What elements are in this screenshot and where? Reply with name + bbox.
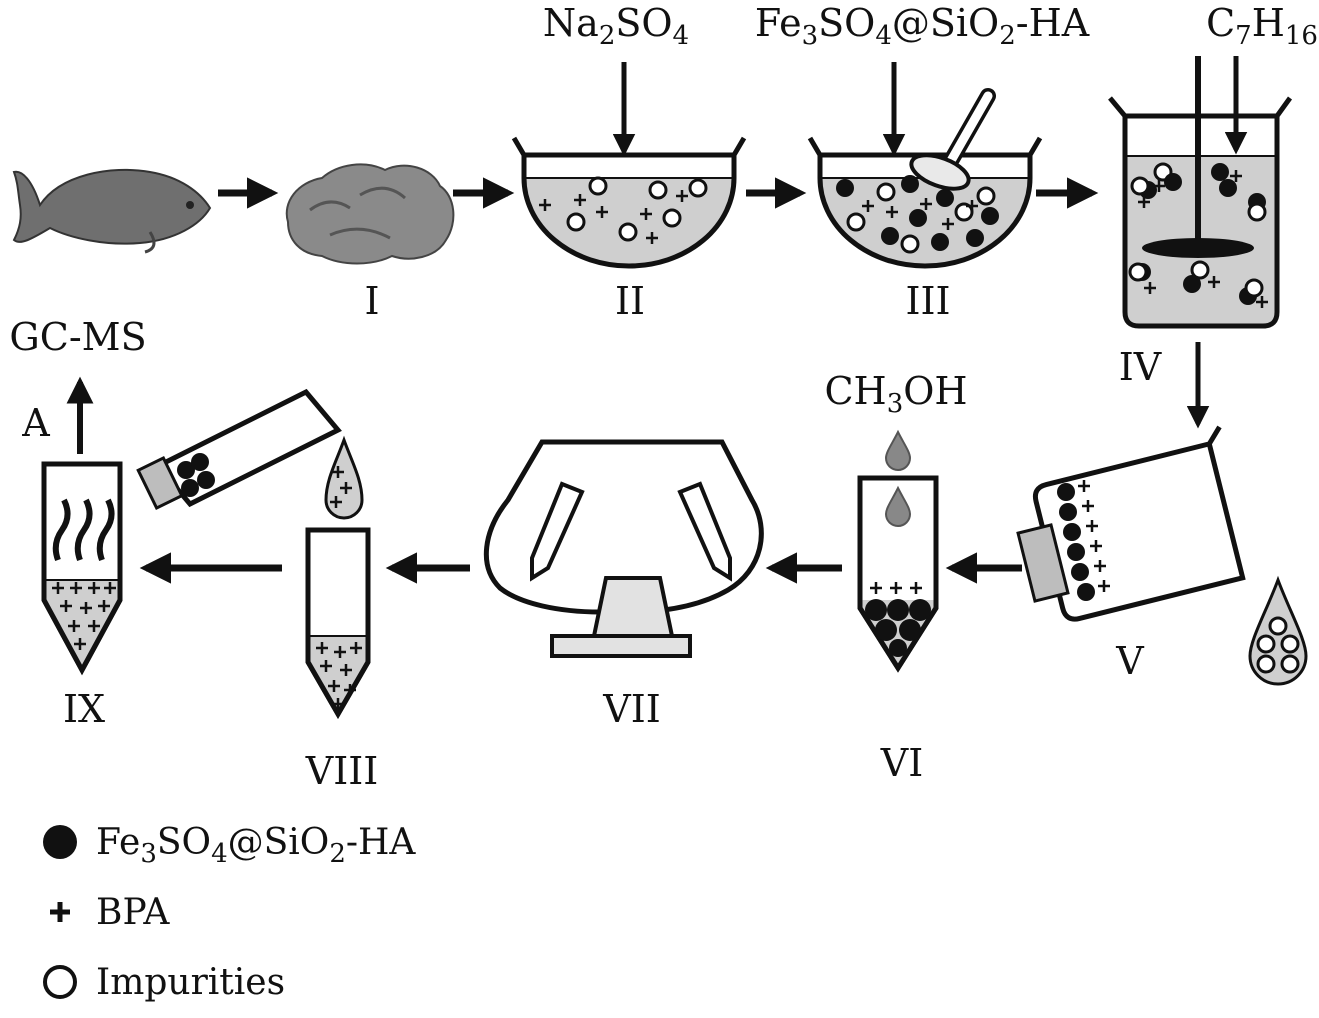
legend-bpa-label: BPA [96, 892, 170, 933]
mortar-ii [511, 136, 747, 269]
tube-ix [41, 461, 123, 676]
label-methanol: CH3OH [824, 369, 967, 419]
legend: Fe3SO4@SiO2-HA BPA Impurities [43, 822, 416, 1003]
legend-impurities-icon [43, 965, 77, 999]
step-label-i: I [364, 279, 379, 323]
tube-vi [857, 429, 939, 673]
tilted-tube-magnet [136, 388, 342, 511]
step-label-ix: IX [63, 687, 105, 731]
step-label-vii: VII [602, 687, 660, 731]
step-label-ii: II [615, 279, 645, 323]
beaker-iv [1108, 56, 1293, 329]
legend-impurities-label: Impurities [96, 962, 285, 1003]
step-label-vi: VI [880, 741, 923, 785]
label-na2so4: Na2SO4 [543, 1, 689, 51]
label-sorbent: Fe3SO4@SiO2-HA [755, 1, 1090, 51]
legend-sorbent-label: Fe3SO4@SiO2-HA [96, 822, 416, 869]
beaker-v-magnet [1016, 425, 1308, 686]
fish-image [12, 168, 212, 254]
legend-sorbent-icon [43, 825, 77, 859]
step-label-iii: III [905, 279, 950, 323]
step-label-v: V [1115, 639, 1144, 683]
mortar-iii [807, 88, 1043, 269]
centrifuge-vii [483, 439, 764, 658]
tissue-image [285, 163, 455, 265]
label-gcms: GC-MS [9, 315, 146, 359]
step-label-iv: IV [1119, 345, 1162, 389]
label-heptane: C7H16 [1206, 1, 1318, 51]
legend-bpa-icon [50, 902, 70, 922]
label-point-a: A [21, 401, 50, 445]
step-label-viii: VIII [305, 749, 378, 793]
tube-viii [305, 435, 371, 720]
